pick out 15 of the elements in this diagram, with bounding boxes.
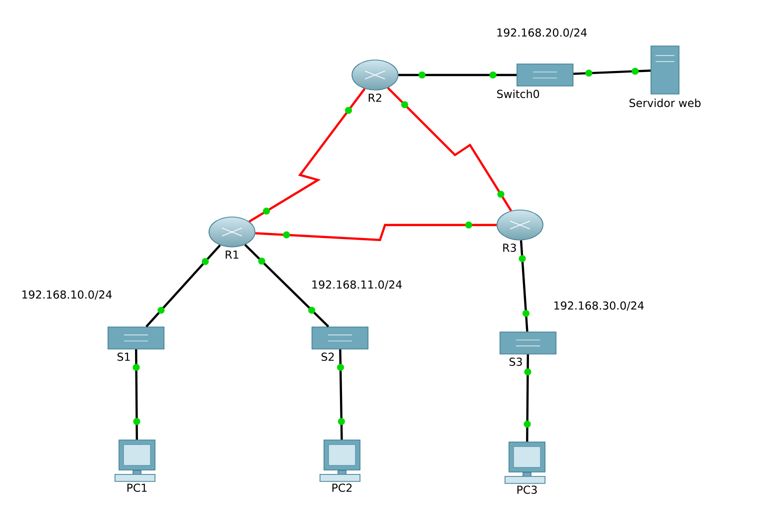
network-link: [518, 240, 530, 332]
network-link: [573, 68, 651, 77]
network-link: [146, 244, 221, 328]
network-link: [255, 222, 497, 242]
network-link: [337, 349, 345, 440]
network-link: [248, 88, 366, 223]
network-link: [398, 72, 517, 78]
network-address: 192.168.30.0/24: [554, 301, 644, 311]
network-address: 192.168.10.0/24: [22, 290, 112, 300]
network-address: 192.168.11.0/24: [312, 280, 402, 290]
network-link: [387, 87, 512, 212]
network-link: [132, 349, 140, 440]
network-link: [244, 244, 330, 328]
network-link: [524, 354, 532, 442]
network-address: 192.168.20.0/24: [497, 28, 587, 38]
